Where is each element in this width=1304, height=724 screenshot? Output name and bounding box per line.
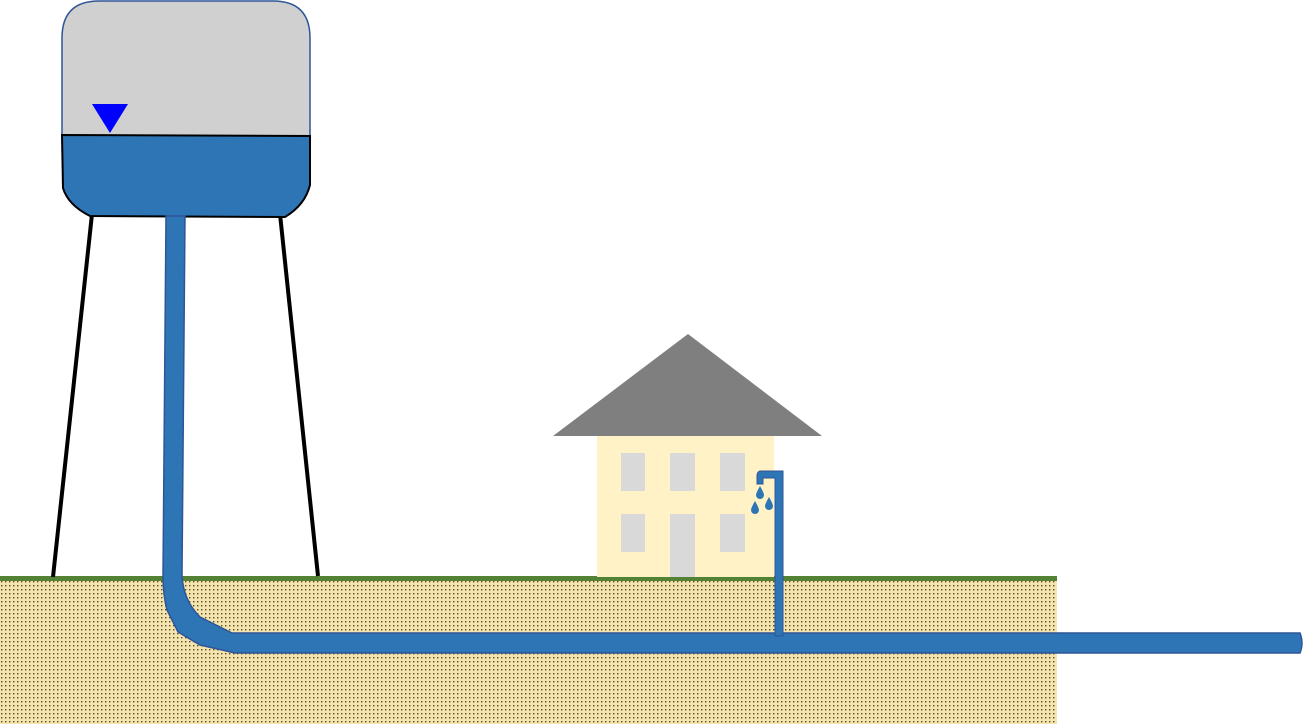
water-drop-icon xyxy=(751,501,759,514)
service-pipe xyxy=(756,470,784,637)
house-roof xyxy=(553,334,822,436)
tank-air-space xyxy=(61,0,311,137)
window xyxy=(670,453,695,491)
window xyxy=(621,514,645,552)
house xyxy=(553,334,822,577)
tower-leg-right xyxy=(278,213,320,577)
grass-line xyxy=(0,576,1057,581)
window xyxy=(621,453,645,491)
water-tank xyxy=(60,0,311,219)
faucet-icon xyxy=(751,470,784,637)
water-drop-icon xyxy=(765,497,773,510)
tower-leg-left xyxy=(51,213,94,578)
door xyxy=(670,514,695,577)
water-drop-icon xyxy=(756,486,764,499)
tank-water xyxy=(60,133,311,219)
window xyxy=(720,514,745,552)
water-level-marker-icon xyxy=(92,104,128,133)
window xyxy=(720,453,745,491)
supply-pipe xyxy=(162,215,1303,654)
